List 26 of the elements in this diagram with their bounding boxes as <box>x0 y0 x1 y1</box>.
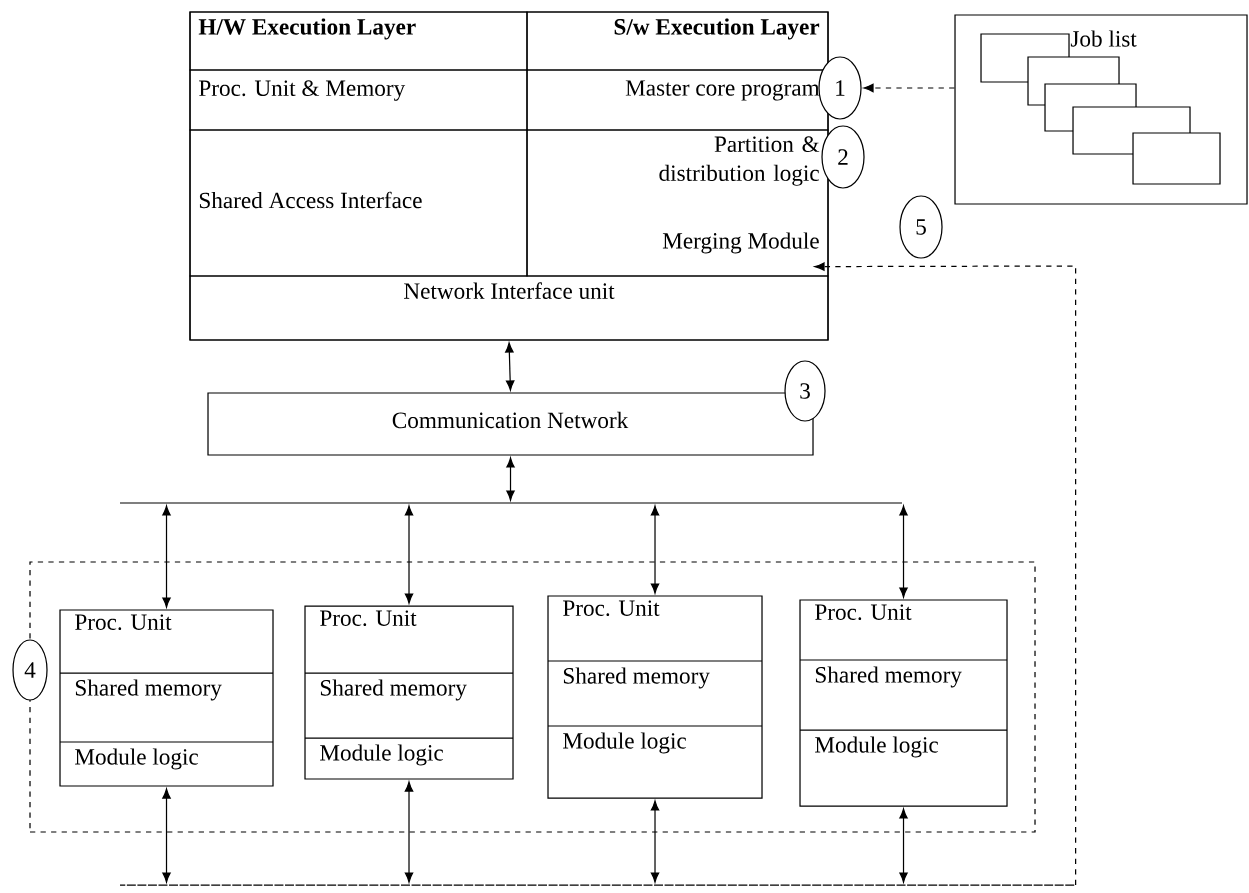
arrow <box>506 457 515 501</box>
module-box: Proc. Unit Shared memory Module logic <box>59 609 274 787</box>
arrow <box>404 505 414 604</box>
job-list-box: Job list <box>954 14 1248 205</box>
table-cell: S/w Execution Layer <box>526 11 829 71</box>
arrow <box>162 505 171 608</box>
bus-line <box>119 502 903 504</box>
table-cell: Shared Access Interface <box>189 129 528 277</box>
arrow <box>162 788 171 883</box>
dashed-bus-line <box>119 884 1076 886</box>
table-cell: Master core program <box>526 69 829 131</box>
table-cell: Network Interface unit <box>189 275 829 341</box>
arrow <box>899 505 908 598</box>
arrow <box>650 505 660 594</box>
table-cell: H/W Execution Layer <box>189 11 528 71</box>
arrow <box>404 781 414 883</box>
arrow <box>863 83 955 93</box>
arrow <box>814 262 1077 886</box>
module-box: Proc. Unit Shared memory Module logic <box>304 605 514 780</box>
module-box: Proc. Unit Shared memory Module logic <box>547 595 763 799</box>
arrow <box>899 808 908 883</box>
module-box: Proc. Unit Shared memory Module logic <box>799 599 1008 807</box>
arrow <box>650 800 660 883</box>
arrow <box>505 342 515 391</box>
cell-text: Merging Module <box>662 232 819 254</box>
table-cell: Proc. Unit & Memory <box>189 69 528 131</box>
